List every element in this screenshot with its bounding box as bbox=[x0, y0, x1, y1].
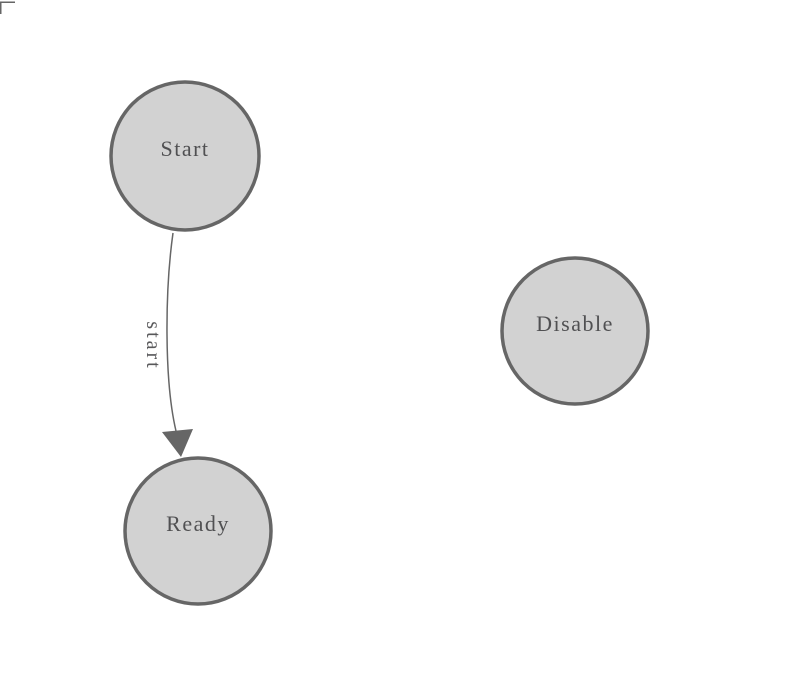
edge-label: start bbox=[142, 321, 164, 370]
state-circle-start[interactable] bbox=[109, 80, 261, 232]
canvas-corner-mark bbox=[0, 1, 15, 14]
state-circle-disable[interactable] bbox=[500, 256, 650, 406]
state-node-ready[interactable]: Ready bbox=[123, 456, 273, 606]
state-node-disable[interactable]: Disable bbox=[500, 256, 650, 406]
state-circle-ready[interactable] bbox=[123, 456, 273, 606]
edge-arrowhead-icon bbox=[162, 429, 193, 457]
edge-path[interactable] bbox=[166, 232, 177, 432]
state-node-start[interactable]: Start bbox=[109, 80, 261, 232]
transition-edge-start-to-ready: start bbox=[142, 232, 193, 457]
